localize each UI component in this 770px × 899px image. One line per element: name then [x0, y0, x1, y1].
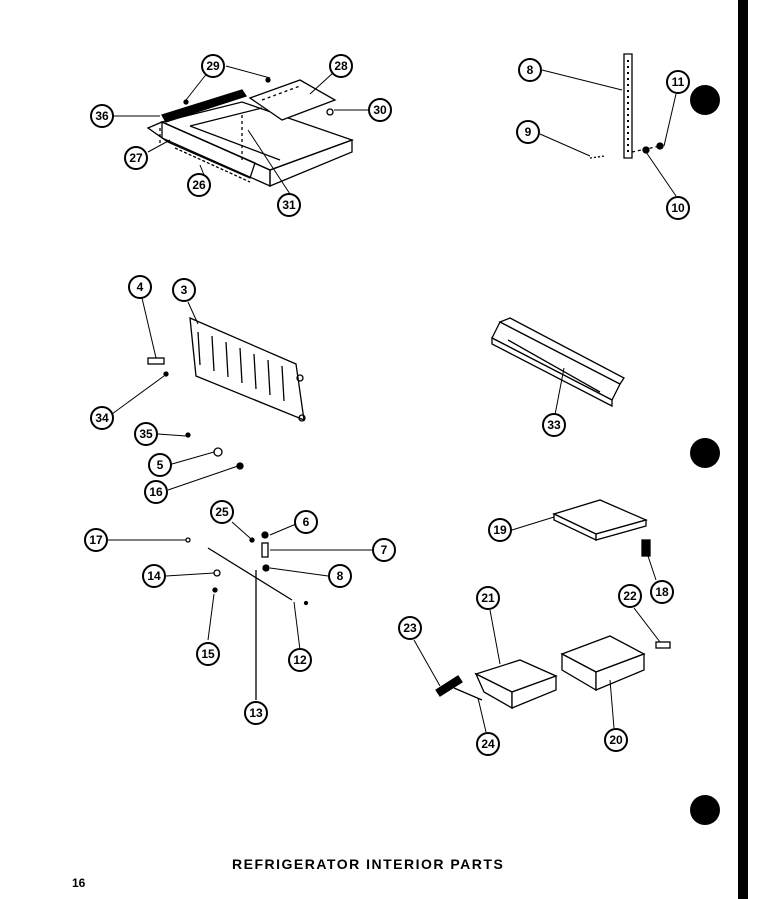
callout-label: 35	[139, 427, 153, 441]
callout-11: 11	[666, 70, 690, 94]
callout-label: 18	[655, 585, 669, 599]
callout-label: 21	[481, 591, 495, 605]
callout-13: 13	[244, 701, 268, 725]
callout-23: 23	[398, 616, 422, 640]
callout-34: 34	[90, 406, 114, 430]
callout-label: 27	[129, 151, 143, 165]
callout-label: 36	[95, 109, 109, 123]
callout-28: 28	[329, 54, 353, 78]
callout-label: 16	[149, 485, 163, 499]
callout-35: 35	[134, 422, 158, 446]
callout-3: 3	[172, 278, 196, 302]
callout-8-lower: 8	[328, 564, 352, 588]
callout-label: 20	[609, 733, 623, 747]
hinge-hardware	[185, 531, 309, 700]
callout-label: 23	[403, 621, 417, 635]
callout-8-top: 8	[518, 58, 542, 82]
shelf-support-rail	[589, 53, 664, 159]
callout-27: 27	[124, 146, 148, 170]
leader-lines	[108, 65, 677, 733]
shelf-frame-assembly	[146, 77, 354, 188]
callout-6: 6	[294, 510, 318, 534]
callout-15: 15	[196, 642, 220, 666]
callout-label: 26	[192, 178, 206, 192]
callout-7: 7	[372, 538, 396, 562]
callout-14: 14	[142, 564, 166, 588]
callout-label: 10	[671, 201, 685, 215]
callout-label: 9	[525, 125, 532, 139]
callout-18: 18	[650, 580, 674, 604]
callout-29: 29	[201, 54, 225, 78]
callout-30: 30	[368, 98, 392, 122]
callout-label: 29	[206, 59, 220, 73]
callout-10: 10	[666, 196, 690, 220]
crisper-panel-assembly	[147, 316, 306, 470]
callout-label: 3	[181, 283, 188, 297]
callout-5: 5	[148, 453, 172, 477]
callout-label: 12	[293, 653, 307, 667]
callout-label: 6	[303, 515, 310, 529]
callout-label: 19	[493, 523, 507, 537]
callouts: 29 28 36 30 27 26 31 8 11 9 10 4 3 34 35…	[84, 54, 690, 756]
callout-label: 28	[334, 59, 348, 73]
callout-31: 31	[277, 193, 301, 217]
callout-20: 20	[604, 728, 628, 752]
callout-label: 25	[215, 505, 229, 519]
callout-label: 17	[89, 533, 103, 547]
page-number: 16	[72, 876, 86, 890]
callout-label: 4	[137, 280, 144, 294]
callout-label: 22	[623, 589, 637, 603]
callout-22: 22	[618, 584, 642, 608]
punch-hole	[690, 795, 720, 825]
callout-36: 36	[90, 104, 114, 128]
callout-17: 17	[84, 528, 108, 552]
callout-label: 14	[147, 569, 161, 583]
callout-label: 13	[249, 706, 263, 720]
callout-label: 8	[527, 63, 534, 77]
diagram-caption: REFRIGERATOR INTERIOR PARTS	[232, 856, 505, 872]
callout-19: 19	[488, 518, 512, 542]
punch-hole	[690, 438, 720, 468]
callout-4: 4	[128, 275, 152, 299]
callout-25: 25	[210, 500, 234, 524]
callout-label: 24	[481, 737, 495, 751]
callout-label: 33	[547, 418, 561, 432]
binding-bar	[738, 0, 748, 899]
callout-9: 9	[516, 120, 540, 144]
callout-label: 5	[157, 458, 164, 472]
callout-12: 12	[288, 648, 312, 672]
callout-label: 30	[373, 103, 387, 117]
callout-label: 31	[282, 198, 296, 212]
callout-label: 8	[337, 569, 344, 583]
callout-label: 15	[201, 647, 215, 661]
callout-16: 16	[144, 480, 168, 504]
channel-bracket	[491, 317, 625, 408]
callout-26: 26	[187, 173, 211, 197]
callout-24: 24	[476, 732, 500, 756]
callout-21: 21	[476, 586, 500, 610]
callout-label: 11	[672, 75, 685, 89]
callout-33: 33	[542, 413, 566, 437]
callout-label: 7	[381, 543, 388, 557]
punch-hole	[690, 85, 720, 115]
callout-label: 34	[95, 411, 109, 425]
crisper-drawers	[435, 499, 671, 710]
